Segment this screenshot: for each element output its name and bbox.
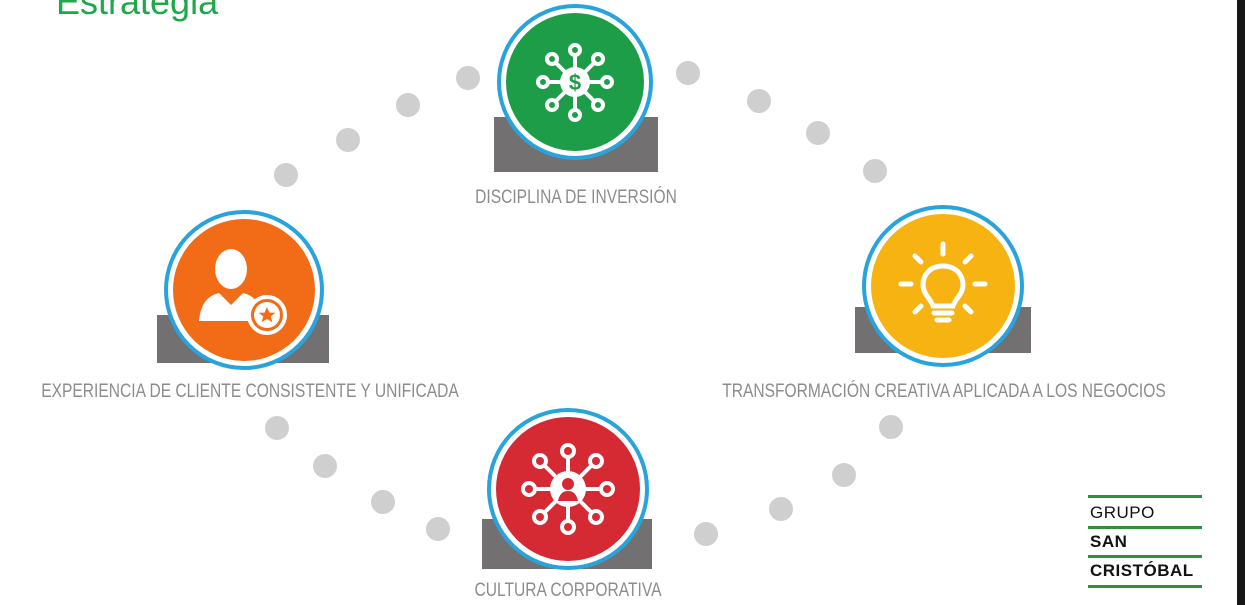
connector-dot: [426, 517, 450, 541]
node-label: TRANSFORMACIÓN CREATIVA APLICADA A LOS N…: [722, 381, 1166, 402]
logo-word: CRISTÓBAL: [1090, 561, 1194, 580]
connector-dot: [396, 93, 420, 117]
grupo-san-cristobal-logo: GRUPO SAN CRISTÓBAL: [1088, 495, 1202, 591]
node-ring: $: [497, 4, 653, 160]
connector-dot: [265, 416, 289, 440]
logo-rule: [1088, 555, 1202, 558]
node-ring: [164, 210, 324, 370]
node-circle: $: [506, 13, 644, 151]
connector-dot: [806, 121, 830, 145]
connector-dot: [313, 454, 337, 478]
svg-text:$: $: [569, 70, 581, 95]
node-label: EXPERIENCIA DE CLIENTE CONSISTENTE Y UNI…: [41, 381, 459, 402]
logo-rule: [1088, 585, 1202, 588]
connector-dot: [879, 415, 903, 439]
logo-rule: [1088, 495, 1202, 498]
connector-dot: [676, 61, 700, 85]
dollar-network-icon: $: [536, 43, 614, 122]
node-ring: [487, 408, 649, 570]
right-border: [1237, 0, 1245, 605]
logo-word: GRUPO: [1090, 503, 1155, 522]
logo-rule: [1088, 526, 1202, 529]
lightbulb-icon: [898, 241, 988, 323]
node-circle: [871, 214, 1015, 358]
page-title: Estrategia: [56, 0, 219, 22]
connector-dot: [694, 522, 718, 546]
connector-dot: [371, 490, 395, 514]
logo-word: SAN: [1090, 532, 1128, 551]
connector-dot: [769, 497, 793, 521]
user-star-icon: [199, 249, 287, 335]
people-network-icon: [521, 443, 615, 535]
node-circle: [496, 417, 640, 561]
connector-dot: [456, 66, 480, 90]
connector-dot: [336, 128, 360, 152]
connector-dot: [863, 159, 887, 183]
node-label: CULTURA CORPORATIVA: [474, 580, 662, 601]
connector-dot: [832, 463, 856, 487]
node-label: DISCIPLINA DE INVERSIÓN: [475, 187, 677, 208]
connector-dot: [274, 163, 298, 187]
node-ring: [862, 205, 1024, 367]
connector-dot: [747, 89, 771, 113]
node-circle: [173, 219, 315, 361]
